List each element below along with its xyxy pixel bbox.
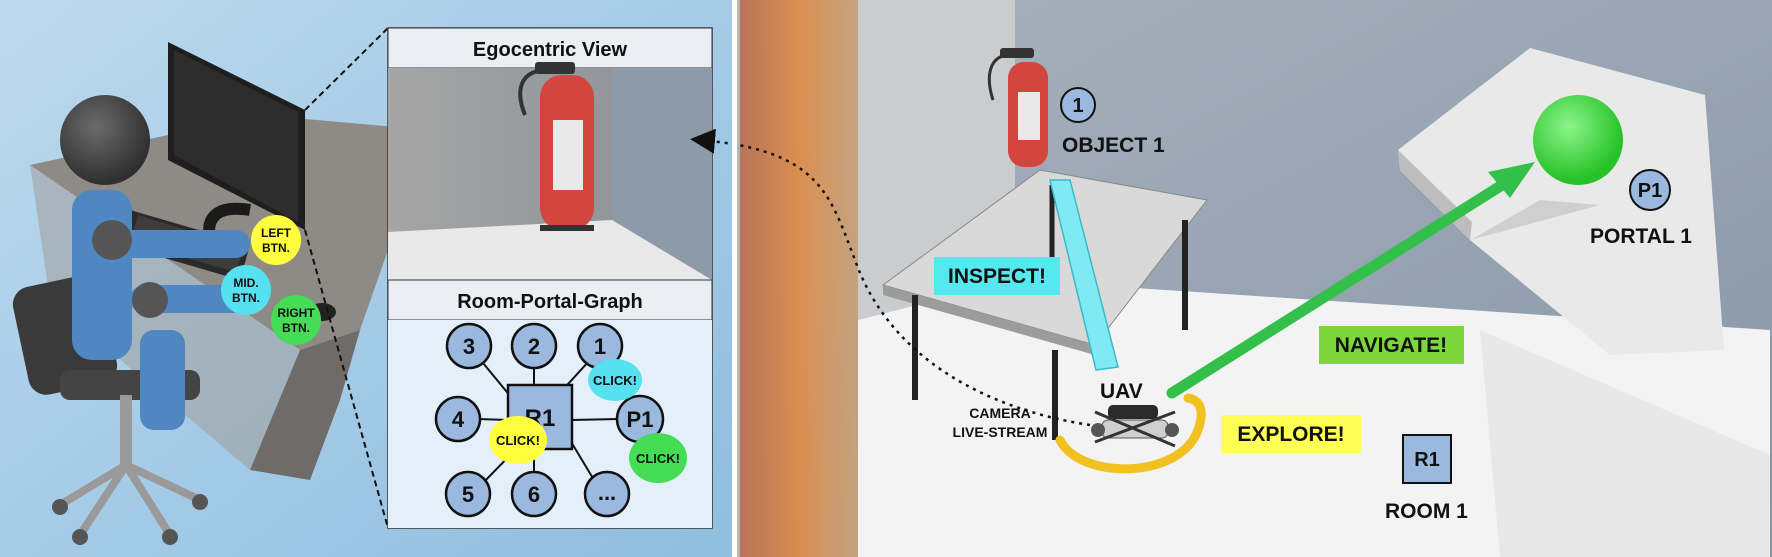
navigate-action-label: NAVIGATE!	[1319, 326, 1464, 364]
graph-node-4[interactable]: 4	[434, 395, 482, 443]
graph-node-1-label: 1	[594, 334, 606, 359]
zoom-line-bottom	[304, 229, 389, 529]
portal-doorway	[1398, 48, 1724, 355]
left-button-bubble: LEFT BTN.	[251, 215, 301, 265]
graph-node-5-label: 5	[462, 482, 474, 507]
graph-node-5[interactable]: 5	[444, 470, 492, 518]
scene-panel: 1 OBJECT 1 P1 PORTAL 1 R1 ROOM 1 UAV CAM…	[690, 0, 1772, 557]
mid-button-line1: MID.	[233, 276, 258, 290]
explore-arc[interactable]	[1055, 393, 1206, 474]
graph-title: Room-Portal-Graph	[457, 291, 643, 313]
graph-node-portal-label: P1	[627, 407, 654, 432]
graph-node-6[interactable]: 6	[510, 470, 558, 518]
click-room-label: CLICK!	[496, 433, 540, 448]
graph-node-3[interactable]: 3	[445, 322, 493, 370]
click-room-bubble[interactable]: CLICK!	[489, 416, 547, 464]
inspect-action-label: INSPECT!	[934, 257, 1060, 295]
room-label: ROOM 1	[1385, 500, 1468, 523]
edge-r1-p1	[571, 418, 619, 421]
camera-label-line1: CAMERA	[969, 405, 1030, 421]
graph-node-2[interactable]: 2	[510, 322, 558, 370]
navigate-arrow[interactable]	[1166, 162, 1535, 399]
graph-node-portal[interactable]: P1	[615, 394, 665, 444]
extinguisher-view	[518, 62, 594, 231]
left-button-line1: LEFT	[261, 226, 292, 240]
extinguisher-object	[987, 48, 1048, 167]
graph-node-more-label: ...	[598, 480, 616, 505]
portal-sphere	[1533, 95, 1623, 185]
object-marker-label: 1	[1072, 95, 1083, 117]
mid-button-bubble: MID. BTN.	[221, 265, 271, 315]
navigate-text: NAVIGATE!	[1335, 334, 1447, 357]
camera-stream-arrow	[690, 128, 1091, 427]
left-button-line2: BTN.	[262, 241, 290, 255]
click-portal-bubble[interactable]: CLICK!	[629, 433, 687, 483]
right-button-line1: RIGHT	[277, 306, 315, 320]
room-marker-label: R1	[1414, 449, 1440, 471]
uav-label: UAV	[1100, 380, 1143, 403]
mid-button-line2: BTN.	[232, 291, 260, 305]
graph-node-2-label: 2	[528, 334, 540, 359]
fire-wall	[740, 0, 858, 557]
graph-node-6-label: 6	[528, 482, 540, 507]
graph-node-4-label: 4	[452, 407, 465, 432]
object-marker[interactable]: 1	[1060, 87, 1096, 123]
click-object-bubble[interactable]: CLICK!	[588, 359, 642, 401]
inspect-text: INSPECT!	[948, 265, 1046, 288]
inset-window: Egocentric View Room-Portal-Graph	[387, 27, 713, 529]
camera-label-line2: LIVE-STREAM	[953, 424, 1048, 440]
graph-node-more[interactable]: ...	[583, 470, 631, 518]
object-label: OBJECT 1	[1062, 134, 1165, 157]
click-portal-label: CLICK!	[636, 451, 680, 466]
uav-drone[interactable]	[1091, 405, 1179, 448]
inspect-beam[interactable]	[1049, 179, 1119, 371]
room-portal-graph: R1 3 2 1 4 P1	[388, 320, 712, 528]
graph-node-1[interactable]: 1	[576, 322, 624, 370]
explore-text: EXPLORE!	[1237, 423, 1344, 446]
egocentric-image	[388, 62, 712, 280]
portal-marker[interactable]: P1	[1629, 169, 1671, 211]
operator-figure	[60, 95, 250, 430]
egocentric-title: Egocentric View	[473, 39, 628, 61]
click-object-label: CLICK!	[593, 373, 637, 388]
room-marker[interactable]: R1	[1402, 434, 1452, 484]
graph-node-3-label: 3	[463, 334, 475, 359]
portal-marker-label: P1	[1638, 180, 1662, 202]
right-button-bubble: RIGHT BTN.	[271, 295, 321, 345]
explore-action-label: EXPLORE!	[1221, 415, 1361, 453]
portal-label: PORTAL 1	[1590, 225, 1692, 248]
right-button-line2: BTN.	[282, 321, 310, 335]
